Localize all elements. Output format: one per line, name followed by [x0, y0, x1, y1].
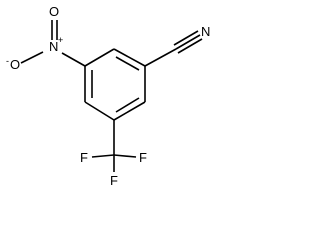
bonds	[20, 20, 203, 172]
bond-cf3-to-f-left	[91, 154, 115, 158]
atom-o-left: O	[10, 57, 20, 72]
bond-ring-to-nitrile-c	[144, 48, 177, 67]
atom-o-top: O	[49, 4, 59, 19]
bond-nitro-n-to-o-left	[20, 51, 44, 64]
ring-bond-bottom-left	[84, 101, 115, 121]
atom-n-nitro: N	[49, 39, 58, 54]
ring-bond-top-right	[113, 48, 146, 67]
atom-f-bottom: F	[110, 173, 118, 188]
ring-bond-bottom-right	[113, 101, 146, 121]
atom-f-left: F	[80, 150, 88, 165]
atom-n-nitrile: N	[201, 24, 210, 39]
bond-cf3-to-f-right	[113, 154, 137, 158]
atom-f-right: F	[139, 150, 147, 165]
bond-nitrile-triple-1	[175, 34, 201, 50]
atom-labels: O N + O - N F F F	[6, 4, 210, 188]
charge-minus: -	[6, 56, 9, 66]
ring-bond-bottom-right-inner	[115, 97, 140, 113]
ring-bond-top-right-inner	[115, 56, 140, 71]
molecule-drawing: O N + O - N F F F	[6, 4, 210, 188]
bond-nitrile-triple-2	[173, 30, 199, 46]
structure-diagram: O N + O - N F F F	[6, 4, 210, 188]
bond-nitrile-triple-3	[177, 38, 203, 54]
charge-plus: +	[58, 35, 63, 45]
ring-bond-top-left	[84, 48, 115, 67]
bond-ring-to-nitro-n	[61, 52, 86, 67]
